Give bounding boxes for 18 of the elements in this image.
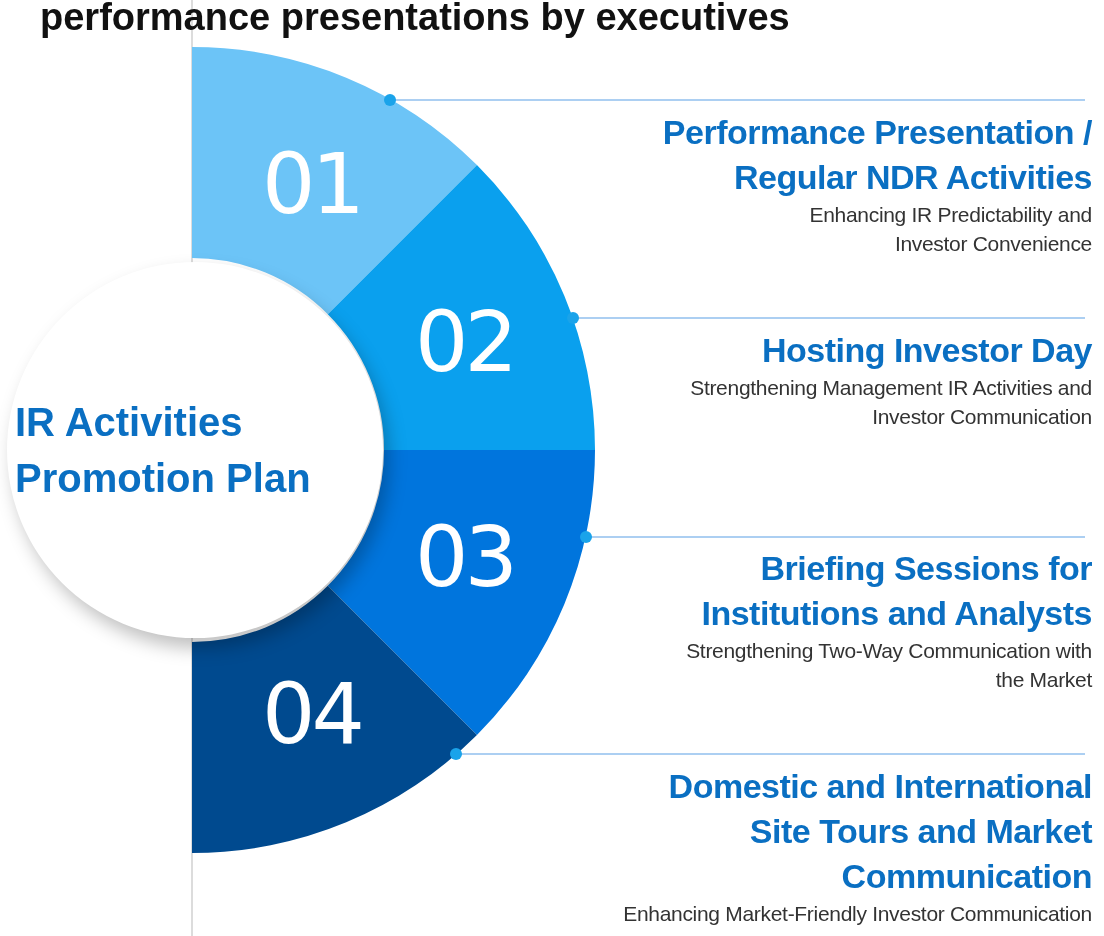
item-description: Strengthening Two-Way Communication with the Market [685,638,1092,693]
leader-line [384,94,1086,106]
item-heading: Performance Presentation / Regular NDR Activities [661,112,1092,198]
step-number: 01 [262,142,361,226]
step-number: 04 [262,672,361,756]
leader-line [580,531,1086,543]
center-heading: IR Activities Promotion Plan [15,399,312,502]
item-heading: Hosting Investor Day [760,330,1092,371]
item-heading: Briefing Sessions for Institutions and Analysts [700,548,1092,634]
leader-line [450,748,1086,760]
leader-line [567,312,1086,324]
item-description: Strengthening Management IR Activities and Investor Communication [689,375,1092,430]
step-number: 03 [415,515,514,599]
step-number: 02 [415,300,514,384]
item-description: Enhancing IR Predictability and Investor Convenience [808,202,1092,257]
item-description: Enhancing Market-Friendly Investor Communication [622,901,1092,927]
title: performance presentations by executives [40,0,790,39]
item-heading: Domestic and International Site Tours and Market Communication [667,766,1092,897]
